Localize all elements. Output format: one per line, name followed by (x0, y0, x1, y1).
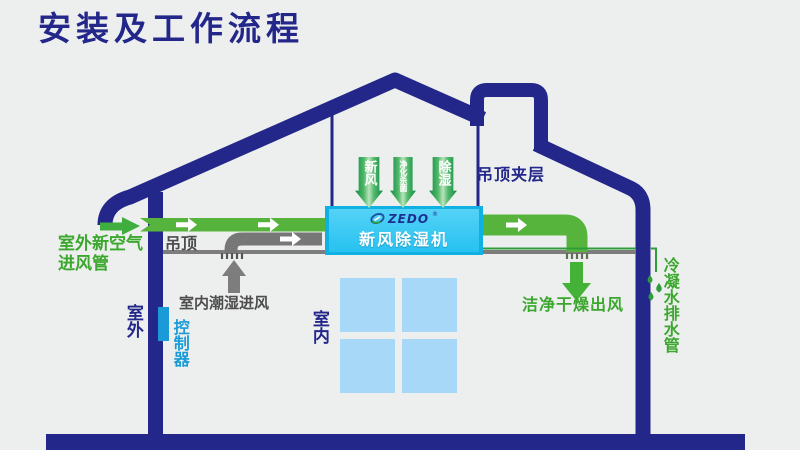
zedo-swirl-icon (370, 213, 385, 224)
intake-duct (140, 218, 325, 232)
badge-dehumidify-label: 除湿 (435, 160, 451, 186)
intake-flow-arrow-icon-1 (176, 217, 197, 232)
outlet-duct (483, 214, 588, 252)
intake-flow-arrow-icon-2 (258, 217, 279, 232)
window (340, 278, 457, 393)
intake-pipe-label: 室外新空气 进风管 (58, 234, 143, 275)
badge-fresh-air-label: 新风 (361, 160, 377, 186)
water-drop-icon (647, 275, 662, 301)
dehumidifier-unit-panel (329, 209, 479, 252)
return-flow-arrow-icon (280, 232, 301, 246)
brand-logo: ZEDO ® (370, 211, 438, 226)
outlet-vent (565, 253, 589, 259)
indoor-return-label: 室内潮湿进风 (179, 294, 270, 312)
ceiling-label: 吊顶 (165, 234, 198, 253)
indoor-label: 室内 (308, 310, 329, 344)
wall-left (148, 192, 163, 443)
badge-purify-sterilize-label: 净化杀菌 (399, 160, 408, 192)
return-vent (220, 253, 244, 259)
roof-right-and-wall (532, 137, 651, 443)
chimney (470, 83, 548, 150)
controller-label: 控制器 (170, 319, 190, 367)
roof-left (97, 72, 487, 226)
outlet-flow-arrow-icon (506, 218, 527, 232)
ground (46, 434, 745, 450)
return-up-arrow (222, 260, 246, 293)
controller-device (158, 307, 169, 341)
condensate-line (483, 247, 657, 272)
page-title: 安装及工作流程 (38, 9, 304, 48)
dehumidifier-unit: ZEDO ® 新风除湿机 (325, 206, 483, 255)
outlet-down-arrow (562, 262, 591, 301)
ceiling-interlayer-label: 吊顶夹层 (477, 165, 546, 184)
clean-outlet-label: 洁净干燥出风 (522, 295, 625, 314)
unit-name-label: 新风除湿机 (358, 230, 449, 249)
intake-pipe-label-line1: 室外新空气 (58, 234, 143, 254)
return-duct (224, 232, 322, 253)
intake-pipe-label-line2: 进风管 (58, 254, 109, 275)
outdoor-label: 室外 (122, 304, 143, 338)
brand-name: ZEDO (387, 211, 430, 226)
condensate-pipe-label: 冷凝水排水管 (660, 257, 680, 353)
intake-outside-arrow (100, 217, 140, 235)
registered-mark: ® (432, 211, 439, 218)
